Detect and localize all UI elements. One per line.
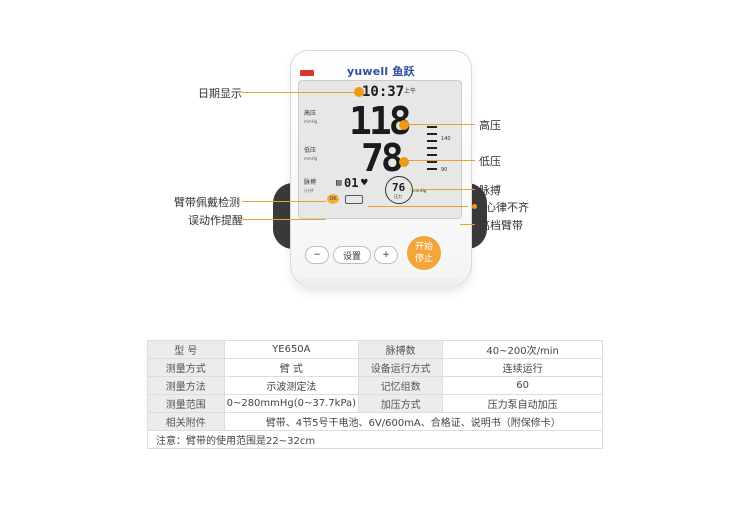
lcd-time: 10:37 xyxy=(362,84,405,100)
set-button[interactable]: 设置 xyxy=(333,246,371,264)
pulse-circle: 76 压力 xyxy=(385,176,413,204)
table-row: 相关附件 臂带、4节5号干电池、6V/600mA、合格证、说明书（附保修卡） xyxy=(147,412,604,431)
callout-arrhythmia: 心律不齐 xyxy=(485,201,529,214)
lcd-memory-no: 01 xyxy=(344,176,359,190)
start-stop-button[interactable]: 开始 停止 xyxy=(407,236,441,270)
cuff-detect-icon xyxy=(345,195,363,204)
ok-badge: OK xyxy=(327,194,339,204)
callout-date-display: 日期显示 xyxy=(198,87,242,100)
lcd-pulse-value: 76 xyxy=(392,181,406,194)
scale-90-label: 90 xyxy=(441,167,448,173)
lcd-dia-value: 78 xyxy=(361,136,404,180)
lcd-memory-icon: ▤ xyxy=(336,178,342,188)
arrhythmia-marker-icon xyxy=(472,204,477,209)
callout-high-cuff: 高档臂带 xyxy=(479,219,523,232)
callout-pulse: 脉搏 xyxy=(479,184,501,197)
plus-button[interactable]: + xyxy=(374,246,398,264)
device-base-shadow xyxy=(300,278,460,292)
spec-table: 型 号 YE650A 脉搏数 40~200次/min 测量方式 臂 式 设备运行… xyxy=(147,340,604,449)
minus-button[interactable]: − xyxy=(305,246,329,264)
callout-cuff-detect: 臂带佩戴检测 xyxy=(174,196,240,209)
lcd-pulse-unit: mmHg xyxy=(413,188,427,193)
scale-140-label: 140 xyxy=(441,136,451,142)
table-row: 型 号 YE650A 脉搏数 40~200次/min xyxy=(147,340,603,359)
heart-icon: ♥ xyxy=(361,176,368,189)
dia-callout-dot xyxy=(399,157,409,167)
table-row: 测量范围 0~280mmHg(0~37.7kPa) 加压方式 压力泵自动加压 xyxy=(147,394,603,413)
sys-callout-dot xyxy=(399,120,409,130)
table-row: 测量方式 臂 式 设备运行方式 连续运行 xyxy=(147,358,603,377)
brand-logo: yuwell 鱼跃 xyxy=(347,65,415,78)
callout-low-pressure: 低压 xyxy=(479,155,501,168)
table-row: 测量方法 示波测定法 记忆组数 60 xyxy=(147,376,603,395)
lcd-label-pulse: 脉搏/分钟 xyxy=(304,179,317,193)
date-callout-dot xyxy=(354,87,364,97)
brand-tag-icon xyxy=(300,70,314,76)
callout-high-pressure: 高压 xyxy=(479,119,501,132)
callout-motion-alert: 误动作提醒 xyxy=(188,214,243,227)
table-row-note: 注意：臂带的使用范围是22~32cm xyxy=(147,430,603,449)
lcd-am-pm: 上午 xyxy=(404,88,417,95)
